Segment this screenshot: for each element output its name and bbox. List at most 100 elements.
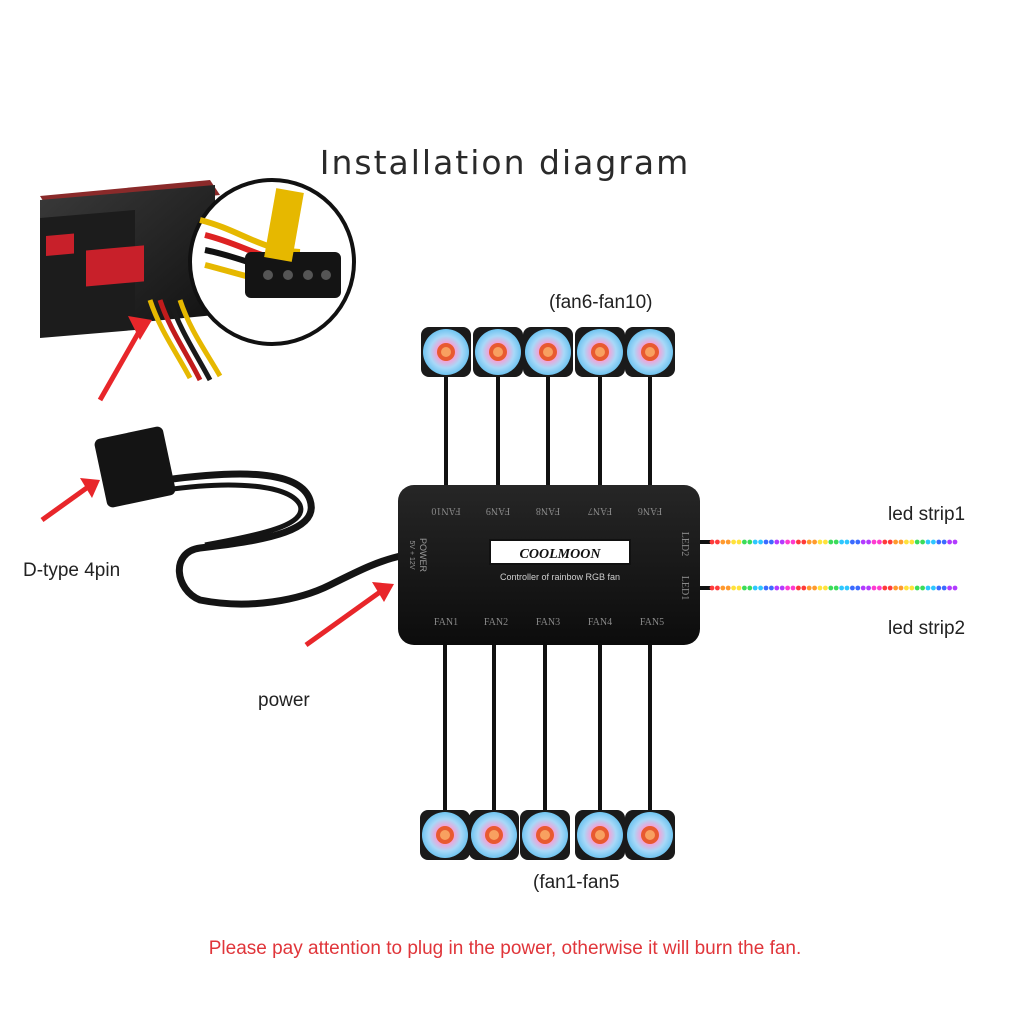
top-fan-wires bbox=[444, 370, 652, 485]
led-dot bbox=[774, 585, 780, 591]
led-dot bbox=[909, 585, 915, 591]
led-dot bbox=[898, 585, 904, 591]
led-dot bbox=[806, 539, 812, 545]
led-dot bbox=[844, 585, 850, 591]
controller-brand: COOLMOON bbox=[520, 547, 602, 562]
dtype-connector-icon bbox=[94, 426, 406, 608]
led-dot bbox=[742, 585, 747, 591]
led-dot bbox=[860, 585, 866, 591]
connector-zoom bbox=[188, 178, 356, 346]
top-fans bbox=[421, 327, 675, 377]
led-dot bbox=[893, 585, 898, 591]
led-dot bbox=[887, 585, 893, 591]
led-dot bbox=[709, 585, 715, 591]
led-dot bbox=[839, 585, 844, 591]
led-dot bbox=[752, 539, 758, 545]
led-dot bbox=[769, 585, 774, 591]
led-dot bbox=[887, 539, 893, 545]
led-dot bbox=[752, 585, 758, 591]
bottom-fans bbox=[420, 810, 675, 860]
power-label: power bbox=[258, 690, 310, 711]
led-dot bbox=[931, 585, 936, 591]
led-dot bbox=[860, 539, 866, 545]
led-dot bbox=[920, 585, 925, 591]
led-dot bbox=[952, 539, 958, 545]
port-label: FAN2 bbox=[484, 617, 508, 628]
power-pins-label: 5V + 12V bbox=[408, 541, 415, 570]
led-dot bbox=[914, 585, 920, 591]
controller-box: FAN10 FAN9 FAN8 FAN7 FAN6 FAN1 FAN2 FAN3… bbox=[398, 485, 700, 645]
led-dot bbox=[817, 585, 823, 591]
port-label: FAN5 bbox=[640, 617, 664, 628]
led-dot bbox=[877, 585, 882, 591]
port-label: FAN1 bbox=[434, 617, 458, 628]
led-dot bbox=[758, 585, 763, 591]
led-dot bbox=[936, 539, 942, 545]
fan-icon bbox=[625, 327, 675, 377]
led-dot bbox=[742, 539, 747, 545]
port-label: FAN9 bbox=[486, 505, 510, 516]
led-strip-icon bbox=[700, 539, 958, 545]
led-dot bbox=[747, 585, 753, 591]
led-dot bbox=[936, 585, 942, 591]
fan-icon bbox=[420, 810, 470, 860]
led-strip-2-label: led strip2 bbox=[888, 618, 966, 639]
led-dot bbox=[941, 585, 947, 591]
led-dot bbox=[715, 585, 720, 591]
warning-text: Please pay attention to plug in the powe… bbox=[208, 938, 802, 959]
led-dot bbox=[828, 539, 834, 545]
led-dot bbox=[823, 585, 828, 591]
led-dot bbox=[904, 585, 909, 591]
led-dot bbox=[947, 585, 952, 591]
led-dot bbox=[796, 585, 801, 591]
led-dot bbox=[839, 539, 844, 545]
fan-icon bbox=[473, 327, 523, 377]
led-dot bbox=[828, 585, 834, 591]
dtype-connector-label: D-type 4pin bbox=[23, 560, 121, 581]
led-dot bbox=[758, 539, 763, 545]
port-label: FAN3 bbox=[536, 617, 560, 628]
led-dot bbox=[796, 539, 801, 545]
led-dot bbox=[785, 585, 790, 591]
port-label: LED1 bbox=[679, 576, 690, 600]
led-dot bbox=[904, 539, 909, 545]
psu-icon bbox=[40, 180, 223, 382]
fan-icon bbox=[523, 327, 573, 377]
port-label: FAN10 bbox=[431, 505, 460, 516]
led-dot bbox=[882, 585, 888, 591]
led-dot bbox=[855, 585, 861, 591]
controller-subtitle: Controller of rainbow RGB fan bbox=[500, 572, 620, 582]
led-dot bbox=[801, 585, 807, 591]
led-dot bbox=[736, 539, 742, 545]
port-label: FAN6 bbox=[638, 505, 662, 516]
led-dot bbox=[941, 539, 947, 545]
led-dot bbox=[779, 585, 785, 591]
fan-icon bbox=[469, 810, 519, 860]
arrow-icon bbox=[304, 582, 394, 648]
led-dot bbox=[731, 539, 736, 545]
led-dot bbox=[850, 539, 855, 545]
led-dot bbox=[812, 539, 817, 545]
led-dot bbox=[833, 539, 839, 545]
fan-icon bbox=[575, 327, 625, 377]
led-dot bbox=[877, 539, 882, 545]
led-dot bbox=[720, 585, 726, 591]
led-dot bbox=[823, 539, 828, 545]
led-dot bbox=[866, 585, 871, 591]
led-dot bbox=[769, 539, 774, 545]
led-dot bbox=[925, 585, 931, 591]
arrow-icon bbox=[40, 478, 100, 523]
led-dot bbox=[806, 585, 812, 591]
led-dot bbox=[785, 539, 790, 545]
power-port-label: POWER bbox=[418, 538, 428, 573]
led-dot bbox=[855, 539, 861, 545]
led-dot bbox=[914, 539, 920, 545]
led-dot bbox=[925, 539, 931, 545]
port-label: LED2 bbox=[679, 532, 690, 556]
port-label: FAN8 bbox=[536, 505, 560, 516]
port-label: FAN4 bbox=[588, 617, 612, 628]
led-dot bbox=[736, 585, 742, 591]
led-dot bbox=[774, 539, 780, 545]
